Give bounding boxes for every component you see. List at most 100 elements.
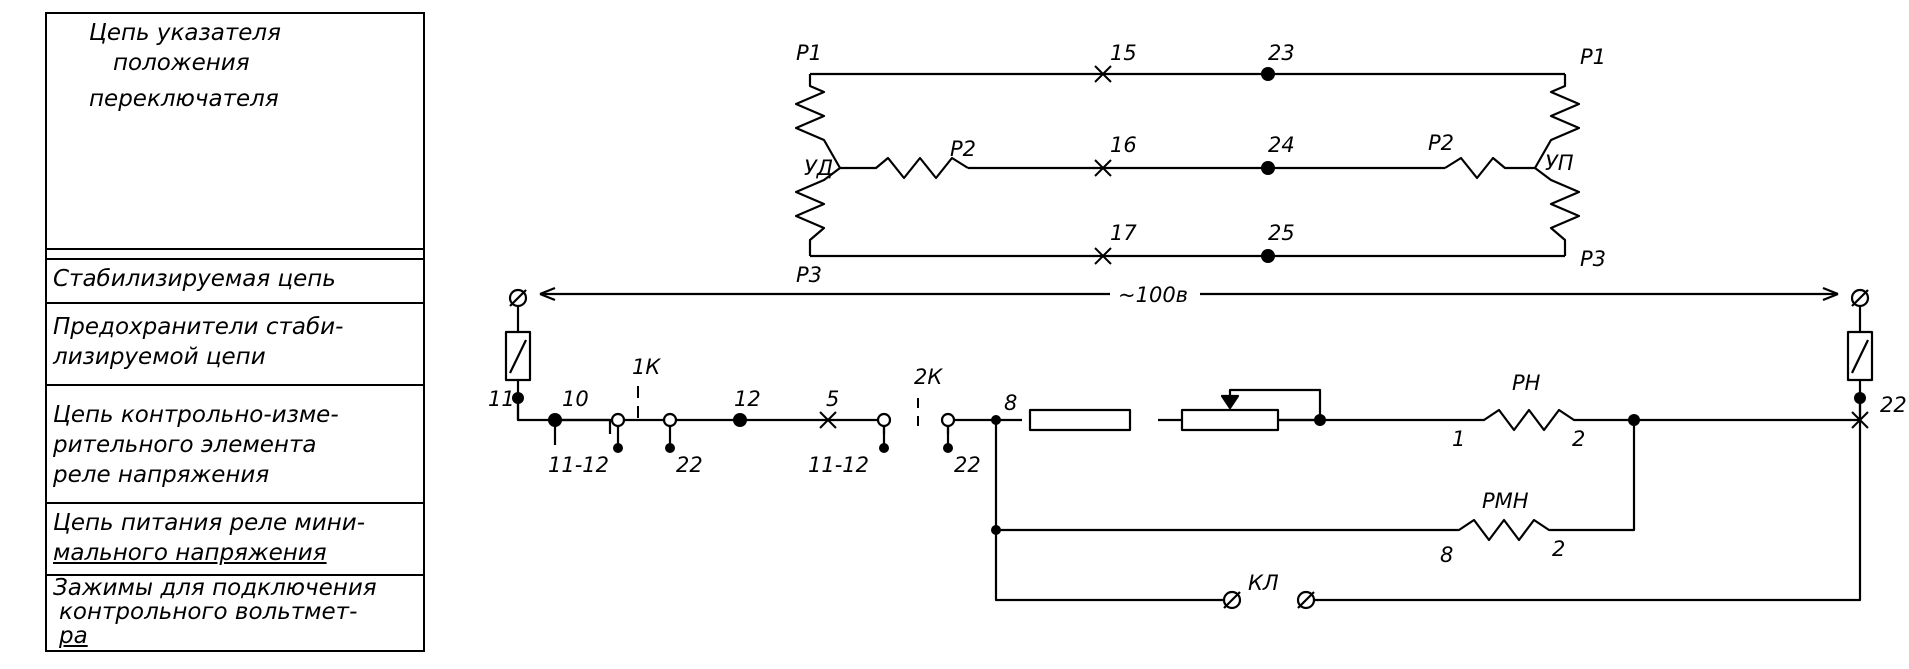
fuse-slash — [1851, 339, 1869, 374]
label-17: 17 — [1110, 221, 1137, 245]
dot-25 — [1261, 249, 1275, 263]
terminal-left-slash — [509, 289, 527, 307]
legend-text: реле напряжения — [53, 462, 270, 488]
coil-p2-left — [840, 156, 969, 180]
dot-lead — [613, 443, 623, 453]
terminal-open — [662, 412, 678, 428]
label-p1-left: Р1 — [796, 41, 822, 65]
main-circuit-wiring — [516, 388, 1862, 602]
label-10: 10 — [562, 387, 589, 411]
terminal-open — [940, 412, 956, 428]
dot-10 — [548, 413, 562, 427]
dot-rmn — [991, 525, 1001, 535]
coil-p1-left — [794, 74, 841, 169]
cross-16 — [1094, 159, 1112, 177]
label-5: 5 — [826, 387, 839, 411]
supply-line — [508, 286, 1870, 308]
wire — [1312, 398, 1862, 602]
label-p2-right: Р2 — [1428, 131, 1454, 155]
label-rmn-8: 8 — [1440, 543, 1453, 567]
label-23: 23 — [1268, 41, 1295, 65]
label-15: 15 — [1110, 41, 1137, 65]
legend-row-min-voltage-relay: Цепь питания реле мини- мального напряже… — [47, 504, 423, 576]
dot-lead — [943, 443, 953, 453]
cross-22-right — [1851, 411, 1869, 429]
legend-row-spacer — [47, 250, 423, 260]
dot-rn2 — [1628, 414, 1640, 426]
fixed-resistor — [1028, 408, 1132, 432]
kl-contacts — [1222, 590, 1316, 610]
dot-22-right — [1854, 392, 1866, 404]
terminal-open — [876, 412, 892, 428]
wire — [676, 418, 886, 434]
terminal-right-slash — [1851, 289, 1869, 307]
labels: Р1 Р1 Р2 Р2 Р3 Р3 УД УП 15 16 17 23 24 2… — [488, 41, 1907, 595]
legend-text: рительного элемента — [53, 432, 317, 458]
terminal-open — [610, 412, 626, 428]
legend-text: Цепь питания реле мини- — [53, 510, 366, 536]
label-8: 8 — [1004, 391, 1017, 415]
cross-17 — [1094, 247, 1112, 265]
variable-resistor — [1180, 408, 1280, 432]
legend-row-measuring-element: Цепь контрольно-изме- рительного элемент… — [47, 386, 423, 504]
wire — [946, 418, 1022, 434]
dot-11 — [512, 392, 524, 404]
dot-12 — [733, 413, 747, 427]
label-p3-left: Р3 — [796, 263, 822, 287]
dot-23 — [1261, 67, 1275, 81]
wire — [996, 420, 1636, 542]
wire — [994, 420, 1240, 602]
coil-p2-right — [1444, 156, 1535, 180]
dot-24 — [1261, 161, 1275, 175]
label-up: УП — [1545, 151, 1574, 175]
legend-text: ра — [59, 623, 88, 649]
fuse-right — [1846, 306, 1874, 420]
legend-row-position-indicator: Цепь указателя положения переключателя — [47, 14, 423, 250]
legend-text: лизируемой цепи — [53, 344, 266, 370]
label-p2-left: Р2 — [950, 137, 976, 161]
junction-dots — [512, 67, 1866, 535]
label-16: 16 — [1110, 133, 1137, 157]
kl-contact-left-slash — [1223, 591, 1241, 609]
label-1k: 1К — [632, 355, 661, 379]
label-11: 11 — [488, 387, 515, 411]
label-2k: 2К — [914, 365, 943, 389]
dot-rheostat — [1314, 414, 1326, 426]
label-25: 25 — [1268, 221, 1295, 245]
label-22-c: 22 — [1880, 393, 1907, 417]
label-p3-right: Р3 — [1580, 247, 1606, 271]
cross-15 — [1094, 65, 1112, 83]
label-11-12-a: 11-12 — [548, 453, 609, 477]
cross-terminals — [1094, 65, 1112, 265]
label-ud: УД — [804, 156, 833, 180]
label-p1-right: Р1 — [1580, 45, 1606, 69]
legend-text: мального напряжения — [53, 540, 327, 566]
label-rmn: РМН — [1482, 489, 1529, 513]
cross-5 — [819, 411, 837, 429]
coil-p1-right — [1534, 74, 1581, 169]
label-11-12-b: 11-12 — [808, 453, 869, 477]
open-terminals — [610, 412, 956, 428]
arrowhead-left — [539, 286, 556, 302]
legend-text: Стабилизируемая цепь — [53, 266, 336, 292]
label-12: 12 — [734, 387, 761, 411]
label-supply: ~100в — [1118, 283, 1188, 307]
dot-lead — [879, 443, 889, 453]
label-22-b: 22 — [954, 453, 981, 477]
legend-row-stabilized-circuit: Стабилизируемая цепь — [47, 260, 423, 304]
label-rn: РН — [1512, 371, 1541, 395]
fuse-slash — [509, 339, 527, 374]
coil-p3-right — [1534, 167, 1581, 256]
kl-contact-right-slash — [1297, 591, 1315, 609]
coil-p3-left — [794, 167, 841, 256]
label-rn-1: 1 — [1452, 427, 1465, 451]
legend-row-voltmeter-clamps: Зажимы для подключения контрольного воль… — [47, 576, 423, 650]
label-rmn-2: 2 — [1552, 537, 1565, 561]
legend-text: переключателя — [89, 86, 279, 112]
dot-lead — [665, 443, 675, 453]
pin-leads — [616, 426, 950, 444]
legend-text: положения — [113, 50, 250, 76]
wire — [1278, 408, 1860, 432]
dot-8 — [991, 415, 1001, 425]
